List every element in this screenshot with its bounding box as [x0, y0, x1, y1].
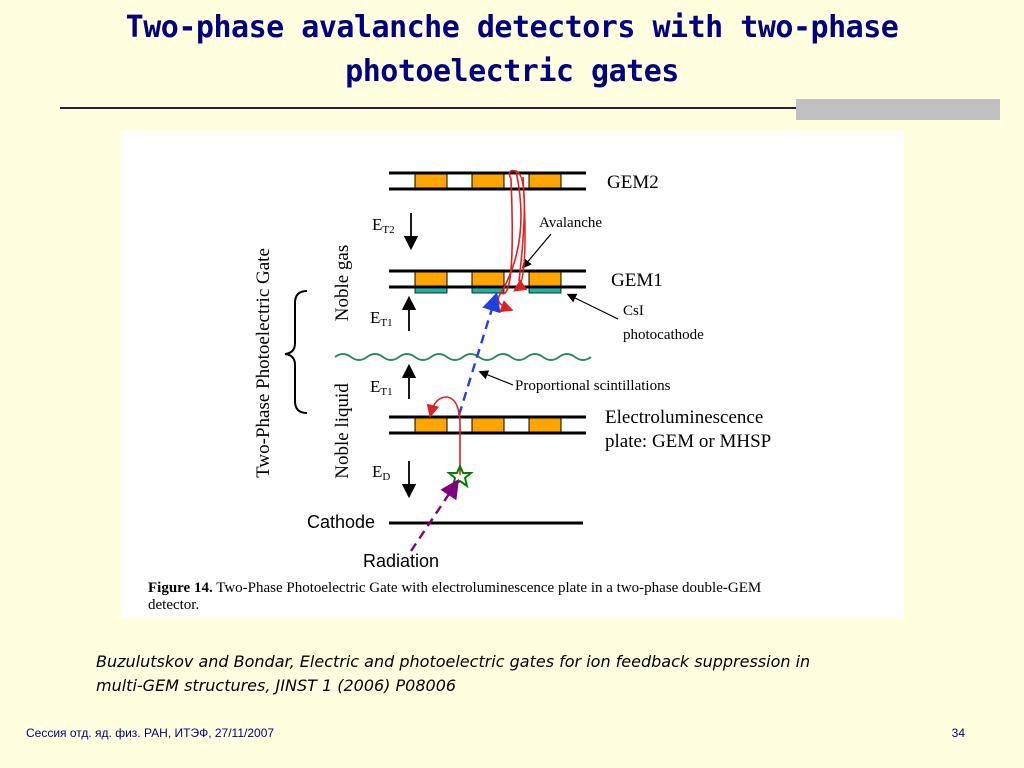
liquid-surface-wave [334, 353, 592, 361]
csi-layer [414, 287, 448, 294]
field-et1-liquid: ET1 [370, 377, 393, 398]
gem1-label: GEM1 [611, 270, 663, 291]
avalanche-return-path [513, 176, 528, 292]
csi-label-line2: photocathode [623, 327, 704, 343]
gem2-label: GEM2 [607, 172, 659, 193]
gem2-plate [389, 171, 586, 191]
figure-caption-line1: Figure 14. Two-Phase Photoelectric Gate … [148, 580, 761, 596]
photon-path [457, 292, 501, 416]
citation-line1: Buzulutskov and Bondar, Electric and pho… [96, 652, 811, 671]
page-number: 34 [951, 726, 965, 740]
el-plate [389, 415, 586, 435]
el-label-line2: plate: GEM or MHSP [605, 431, 771, 452]
title-divider [60, 107, 986, 109]
title-divider-block [796, 99, 1000, 120]
citation-line2: multi-GEM structures, JINST 1 (2006) P08… [96, 676, 457, 695]
csi-pointer [566, 293, 619, 320]
noble-gas-label: Noble gas [332, 245, 353, 322]
avalanche-pointer [521, 233, 552, 269]
brace [284, 290, 308, 414]
radiation-label: Radiation [363, 551, 439, 571]
slide-title: Two-phase avalanche detectors with two-p… [60, 6, 964, 94]
field-et1-gas: ET1 [370, 308, 393, 329]
radiation-path [410, 479, 459, 552]
slide-title-line2: photoelectric gates [345, 54, 679, 89]
gem1-plate [389, 269, 586, 294]
avalanche-label: Avalanche [539, 215, 602, 231]
electron-path [426, 396, 461, 475]
detector-figure: Two-Phase Photoelectric Gate Noble gas N… [121, 131, 904, 618]
csi-label-line1: CsI [623, 303, 644, 319]
field-ed: ED [372, 462, 390, 483]
interaction-star [446, 463, 474, 489]
detector-diagram: Two-Phase Photoelectric Gate Noble gas N… [148, 169, 771, 613]
noble-liquid-label: Noble liquid [332, 383, 353, 479]
el-label-line1: Electroluminescence [605, 407, 763, 428]
cathode-label: Cathode [307, 512, 375, 532]
figure-caption-line2: detector. [148, 597, 199, 613]
footer-text: Сессия отд. яд. физ. РАН, ИТЭФ, 27/11/20… [26, 726, 275, 740]
prop-scint-pointer [478, 370, 514, 386]
citation: Buzulutskov and Bondar, Electric and pho… [96, 650, 956, 698]
slide-title-line1: Two-phase avalanche detectors with two-p… [125, 10, 899, 45]
field-et2: ET2 [372, 215, 395, 236]
prop-scint-label: Proportional scintillations [515, 378, 671, 394]
side-label: Two-Phase Photoelectric Gate [253, 248, 274, 478]
